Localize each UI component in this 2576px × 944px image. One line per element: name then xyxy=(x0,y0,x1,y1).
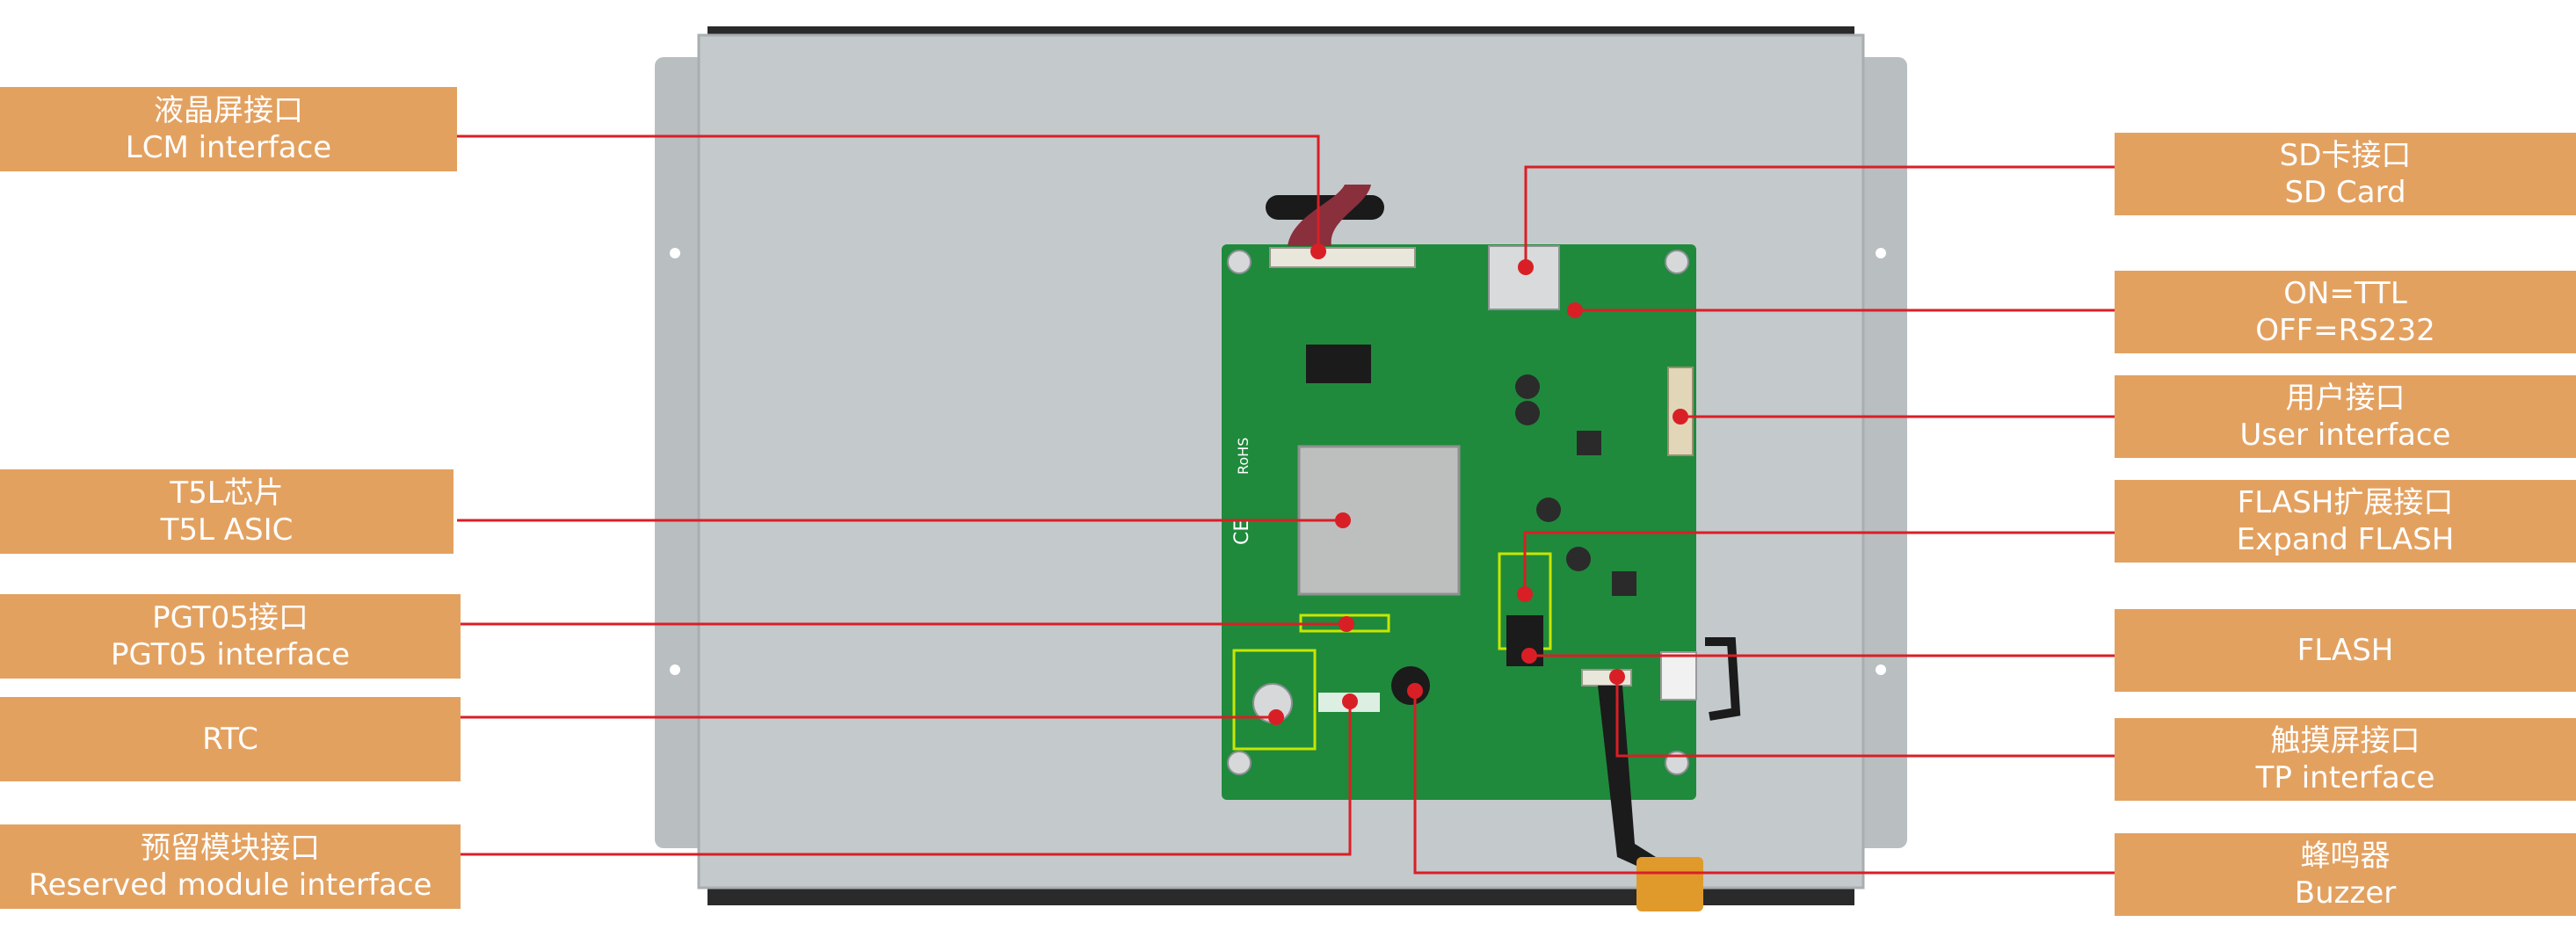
lcm-connector xyxy=(1269,185,1416,268)
label-user-interface: 用户接口 User interface xyxy=(2115,375,2576,458)
label-sd-card-cn: SD卡接口 xyxy=(2279,138,2412,173)
label-sd-card-en: SD Card xyxy=(2284,175,2406,210)
label-buzzer-en: Buzzer xyxy=(2294,875,2397,911)
capacitor xyxy=(1566,547,1591,571)
side-cable xyxy=(1705,637,1741,721)
label-expand-flash-en: Expand FLASH xyxy=(2236,522,2455,557)
dot-user xyxy=(1673,409,1688,425)
label-pgt05-interface-en: PGT05 interface xyxy=(110,637,351,672)
dot-reserved xyxy=(1342,693,1358,709)
screw xyxy=(1227,751,1252,775)
dot-rtc xyxy=(1268,709,1284,725)
label-tp-interface: 触摸屏接口 TP interface xyxy=(2115,718,2576,801)
leader-lcm xyxy=(457,134,1320,251)
user-interface-connector xyxy=(1667,367,1694,456)
screw xyxy=(1227,250,1252,274)
label-t5l-asic-en: T5L ASIC xyxy=(160,512,294,548)
label-lcm-interface: 液晶屏接口 LCM interface xyxy=(0,87,457,171)
label-t5l-asic-cn: T5L芯片 xyxy=(170,476,284,511)
plate-hole xyxy=(670,248,680,258)
capacitor xyxy=(1536,497,1561,522)
label-rtc-en: RTC xyxy=(202,722,258,757)
label-flash: FLASH xyxy=(2115,609,2576,692)
label-pgt05-interface-cn: PGT05接口 xyxy=(152,600,308,635)
label-t5l-asic: T5L芯片 T5L ASIC xyxy=(0,469,454,554)
dot-flash xyxy=(1521,648,1537,664)
label-user-interface-cn: 用户接口 xyxy=(2285,381,2405,416)
label-ttl-rs232: ON=TTL OFF=RS232 xyxy=(2115,271,2576,353)
label-buzzer: 蜂鸣器 Buzzer xyxy=(2115,833,2576,916)
label-flash-en: FLASH xyxy=(2297,633,2394,668)
leader-reserved xyxy=(457,701,1352,856)
label-expand-flash-cn: FLASH扩展接口 xyxy=(2237,485,2454,520)
label-ttl-on: ON=TTL xyxy=(2283,276,2407,311)
t5l-shield xyxy=(1297,445,1461,596)
plate-hole xyxy=(1876,248,1886,258)
dot-buzzer xyxy=(1407,683,1423,699)
capacitor xyxy=(1515,374,1540,399)
label-tp-interface-cn: 触摸屏接口 xyxy=(2270,723,2420,759)
leader-buzzer xyxy=(1413,691,2115,875)
side-connector xyxy=(1660,651,1697,701)
ic-chip xyxy=(1306,345,1371,383)
dot-lcm xyxy=(1310,243,1326,259)
tp-flex-tail xyxy=(1636,857,1703,911)
plate-hole xyxy=(1876,664,1886,675)
label-reserved-module-interface: 预留模块接口 Reserved module interface xyxy=(0,824,461,909)
dot-sd xyxy=(1518,259,1534,275)
ce-mark: CE xyxy=(1231,519,1253,545)
inductor xyxy=(1577,431,1601,455)
label-reserved-module-en: Reserved module interface xyxy=(28,868,432,903)
dot-tp xyxy=(1609,669,1625,685)
label-buzzer-cn: 蜂鸣器 xyxy=(2300,839,2391,874)
leader-sd xyxy=(1524,165,2115,267)
rtc-box xyxy=(1232,649,1317,751)
label-expand-flash: FLASH扩展接口 Expand FLASH xyxy=(2115,480,2576,563)
capacitor xyxy=(1515,401,1540,425)
sd-card-slot xyxy=(1488,245,1560,310)
leader-tp xyxy=(1615,677,2115,758)
label-rtc: RTC xyxy=(0,697,461,781)
label-reserved-module-cn: 预留模块接口 xyxy=(141,831,320,866)
label-lcm-interface-en: LCM interface xyxy=(125,130,332,165)
inductor xyxy=(1612,571,1636,596)
metal-tab-left xyxy=(655,57,707,848)
dot-flash-expand xyxy=(1517,586,1533,602)
label-pgt05-interface: PGT05接口 PGT05 interface xyxy=(0,594,461,679)
label-lcm-interface-cn: 液晶屏接口 xyxy=(154,93,303,128)
label-rs232-off: OFF=RS232 xyxy=(2255,313,2435,348)
dot-ttl xyxy=(1567,302,1583,318)
label-user-interface-en: User interface xyxy=(2239,418,2451,453)
label-sd-card: SD卡接口 SD Card xyxy=(2115,133,2576,215)
screw xyxy=(1665,250,1689,274)
dot-t5l xyxy=(1335,512,1351,528)
dot-pgt05 xyxy=(1339,616,1354,632)
label-tp-interface-en: TP interface xyxy=(2255,760,2435,795)
metal-tab-right xyxy=(1854,57,1907,848)
plate-hole xyxy=(670,664,680,675)
leader-flash-expand xyxy=(1523,531,2115,594)
rohs-mark: RoHS xyxy=(1235,438,1252,475)
